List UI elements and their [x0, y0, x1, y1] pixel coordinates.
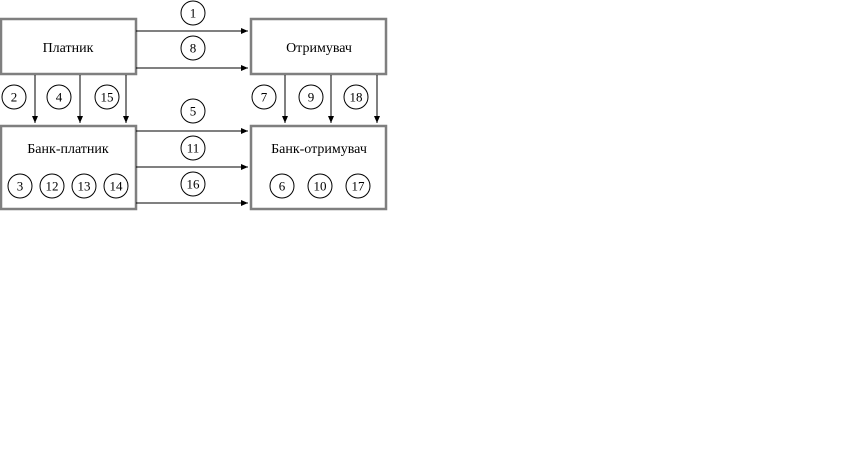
- svg-text:3: 3: [17, 179, 24, 194]
- payer-bank-label: Банк-платник: [27, 142, 109, 157]
- step-badge-14: 14: [103, 173, 129, 199]
- step-badge-15: 15: [94, 84, 120, 110]
- svg-text:12: 12: [46, 179, 59, 194]
- step-badge-8: 8: [180, 35, 206, 61]
- step-badge-3: 3: [7, 173, 33, 199]
- svg-text:7: 7: [261, 90, 268, 105]
- payer-box: Платник: [0, 17, 138, 76]
- svg-text:4: 4: [56, 90, 63, 105]
- svg-text:6: 6: [279, 179, 286, 194]
- payer-label: Платник: [43, 41, 94, 56]
- svg-text:17: 17: [352, 179, 366, 194]
- step-badge-13: 13: [71, 173, 97, 199]
- step-badge-4: 4: [46, 84, 72, 110]
- svg-text:15: 15: [101, 90, 114, 105]
- step-badge-6: 6: [269, 173, 295, 199]
- step-badge-12: 12: [39, 173, 65, 199]
- svg-text:8: 8: [190, 41, 197, 56]
- step-badge-1: 1: [180, 0, 206, 26]
- step-badge-16: 16: [180, 171, 206, 197]
- svg-text:2: 2: [11, 90, 18, 105]
- svg-text:10: 10: [314, 179, 327, 194]
- recipient-bank-label: Банк-отримувач: [271, 142, 367, 157]
- step-badge-7: 7: [251, 84, 277, 110]
- step-badge-9: 9: [298, 84, 324, 110]
- svg-text:16: 16: [187, 177, 201, 192]
- svg-text:5: 5: [190, 104, 197, 119]
- svg-text:14: 14: [110, 179, 124, 194]
- svg-text:18: 18: [350, 90, 363, 105]
- step-badge-11: 11: [180, 135, 206, 161]
- step-badge-10: 10: [307, 173, 333, 199]
- step-badge-2: 2: [1, 84, 27, 110]
- svg-text:13: 13: [78, 179, 91, 194]
- step-badge-5: 5: [180, 98, 206, 124]
- svg-text:9: 9: [308, 90, 315, 105]
- recipient-label: Отримувач: [286, 41, 352, 56]
- step-badge-18: 18: [343, 84, 369, 110]
- step-badge-17: 17: [345, 173, 371, 199]
- svg-text:1: 1: [190, 6, 197, 21]
- svg-text:11: 11: [187, 141, 200, 156]
- recipient-box: Отримувач: [249, 17, 388, 76]
